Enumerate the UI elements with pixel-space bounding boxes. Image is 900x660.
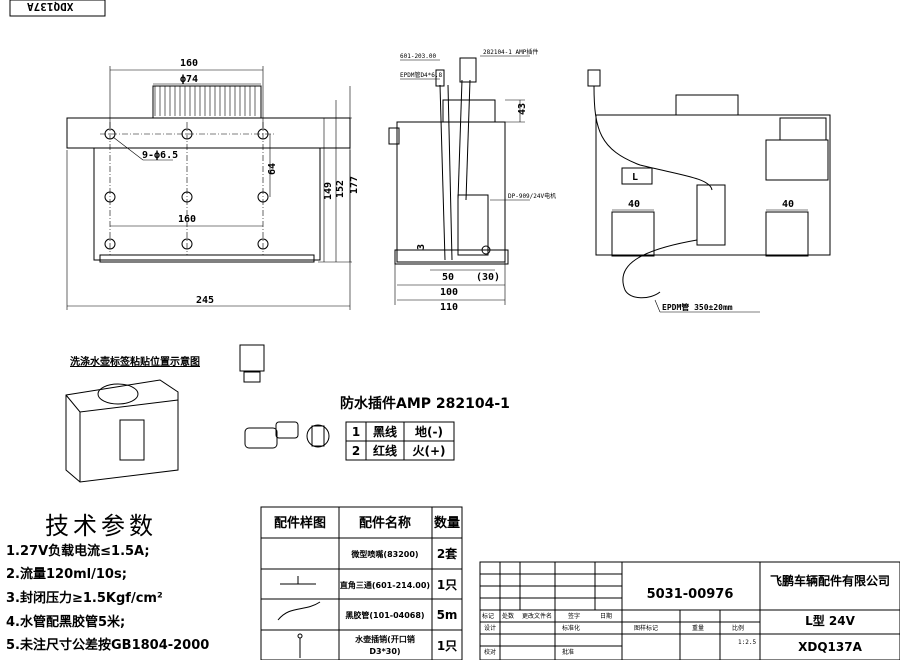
tb-mid-label-1: 标准化 bbox=[562, 624, 580, 632]
tb-part-no: 5031-00976 bbox=[647, 587, 734, 602]
tank-body bbox=[93, 147, 321, 261]
dim-177: 177 bbox=[349, 176, 360, 194]
wp-func-2: 火(+) bbox=[412, 444, 445, 458]
label-motor: DP-909/24V电机 bbox=[508, 192, 556, 200]
label-epdm-tube: EPDM管D4*6.8 bbox=[400, 71, 443, 79]
tb-company: 飞鹏车辆配件有限公司 bbox=[770, 573, 890, 588]
part-qty-4: 1只 bbox=[437, 639, 457, 653]
dim-width-top: 160 bbox=[180, 58, 198, 69]
spec-item-1: 1.27V负载电流≤1.5A; bbox=[6, 544, 150, 559]
part-qty-3: 5m bbox=[437, 608, 458, 622]
front-view bbox=[66, 66, 352, 310]
dim-245: 245 bbox=[196, 295, 214, 306]
label-L: L bbox=[632, 172, 638, 183]
tb-row-label-3: 更改文件名 bbox=[522, 612, 552, 620]
connector-sketch bbox=[244, 421, 330, 449]
dim-30: (30) bbox=[476, 272, 500, 283]
tb-mid-label-2: 批准 bbox=[562, 648, 574, 656]
waterproof-table bbox=[345, 421, 455, 461]
part-qty-2: 1只 bbox=[437, 578, 457, 592]
waterproof-title: 防水插件AMP 282104-1 bbox=[340, 396, 510, 412]
tb-stage-label-3: 比例 bbox=[732, 624, 744, 632]
parts-header-image: 配件样图 bbox=[274, 515, 326, 531]
tb-left-label-2: 校对 bbox=[484, 648, 496, 656]
specs-title: 技术参数 bbox=[45, 512, 157, 540]
tb-left-label-1: 设计 bbox=[484, 624, 496, 632]
spec-item-3: 3.封闭压力≥1.5Kgf/cm² bbox=[6, 591, 163, 606]
label-601: 601-203.00 bbox=[400, 53, 437, 60]
wp-func-1: 地(-) bbox=[415, 424, 443, 439]
dim-holes: 9-ϕ6.5 bbox=[142, 150, 178, 161]
dim-43: 43 bbox=[517, 103, 528, 115]
dim-100: 100 bbox=[440, 287, 458, 298]
dim-phi: ϕ74 bbox=[180, 74, 198, 85]
part-name-4a: 水壶插销(开口销 bbox=[354, 634, 415, 644]
dim-152: 152 bbox=[335, 180, 346, 198]
part-name-4b: D3*30) bbox=[369, 647, 400, 656]
parts-header-name: 配件名称 bbox=[359, 515, 411, 531]
rear-motor bbox=[696, 184, 726, 246]
dim-160-inner: 160 bbox=[178, 214, 196, 225]
dim-3: 3 bbox=[416, 244, 427, 250]
pump-motor bbox=[457, 194, 489, 256]
part-name-2: 直角三通(601-214.00) bbox=[340, 580, 430, 590]
revision-tag-box bbox=[9, 0, 106, 17]
part-qty-1: 2套 bbox=[437, 546, 458, 561]
label-position-title: 洗涤水壶标签粘贴位置示意图 bbox=[70, 357, 200, 368]
rear-nameplate bbox=[765, 139, 829, 181]
tb-row-label-1: 标记 bbox=[482, 612, 494, 620]
dim-40-left: 40 bbox=[628, 199, 640, 210]
tb-row-label-4: 签字 bbox=[568, 612, 580, 620]
connector-top bbox=[459, 57, 477, 83]
label-position-sketch bbox=[65, 344, 265, 483]
wp-wire-2: 红线 bbox=[373, 443, 397, 458]
dim-40-right: 40 bbox=[782, 199, 794, 210]
wp-pin-2: 2 bbox=[352, 444, 360, 458]
part-name-3: 黑胶管(101-04068) bbox=[345, 610, 424, 620]
flange bbox=[66, 117, 351, 149]
dim-50: 50 bbox=[442, 272, 454, 283]
title-block bbox=[479, 561, 900, 660]
dim-149: 149 bbox=[323, 182, 334, 200]
spec-item-5: 5.未注尺寸公差按GB1804-2000 bbox=[6, 638, 210, 653]
parts-table bbox=[260, 506, 463, 660]
wp-wire-1: 黑线 bbox=[373, 424, 397, 439]
spec-item-4: 4.水管配黑胶管5米; bbox=[6, 615, 126, 630]
parts-header-qty: 数量 bbox=[434, 515, 460, 531]
dim-64: 64 bbox=[267, 163, 278, 175]
dim-110: 110 bbox=[440, 302, 458, 313]
rear-body bbox=[595, 114, 831, 256]
tb-scale: 1:2.5 bbox=[738, 639, 756, 646]
side-body bbox=[396, 121, 506, 263]
label-epdm: EPDM管 350±20mm bbox=[662, 302, 733, 312]
spec-item-2: 2.流量120ml/10s; bbox=[6, 567, 127, 582]
side-view bbox=[388, 55, 530, 305]
tb-stage-label-1: 图样标记 bbox=[634, 624, 658, 632]
label-connector: 282104-1 AMP插件 bbox=[483, 48, 538, 56]
part-name-1: 微型喷嘴(83200) bbox=[350, 549, 418, 559]
rear-view bbox=[587, 69, 831, 313]
tb-row-label-2: 处数 bbox=[502, 612, 514, 620]
tb-model: L型 24V bbox=[805, 613, 856, 628]
tb-row-label-5: 日期 bbox=[600, 612, 612, 620]
tb-stage-label-2: 重量 bbox=[692, 624, 704, 632]
wp-pin-1: 1 bbox=[352, 425, 360, 439]
tb-drawing-no: XDQ137A bbox=[798, 640, 862, 654]
